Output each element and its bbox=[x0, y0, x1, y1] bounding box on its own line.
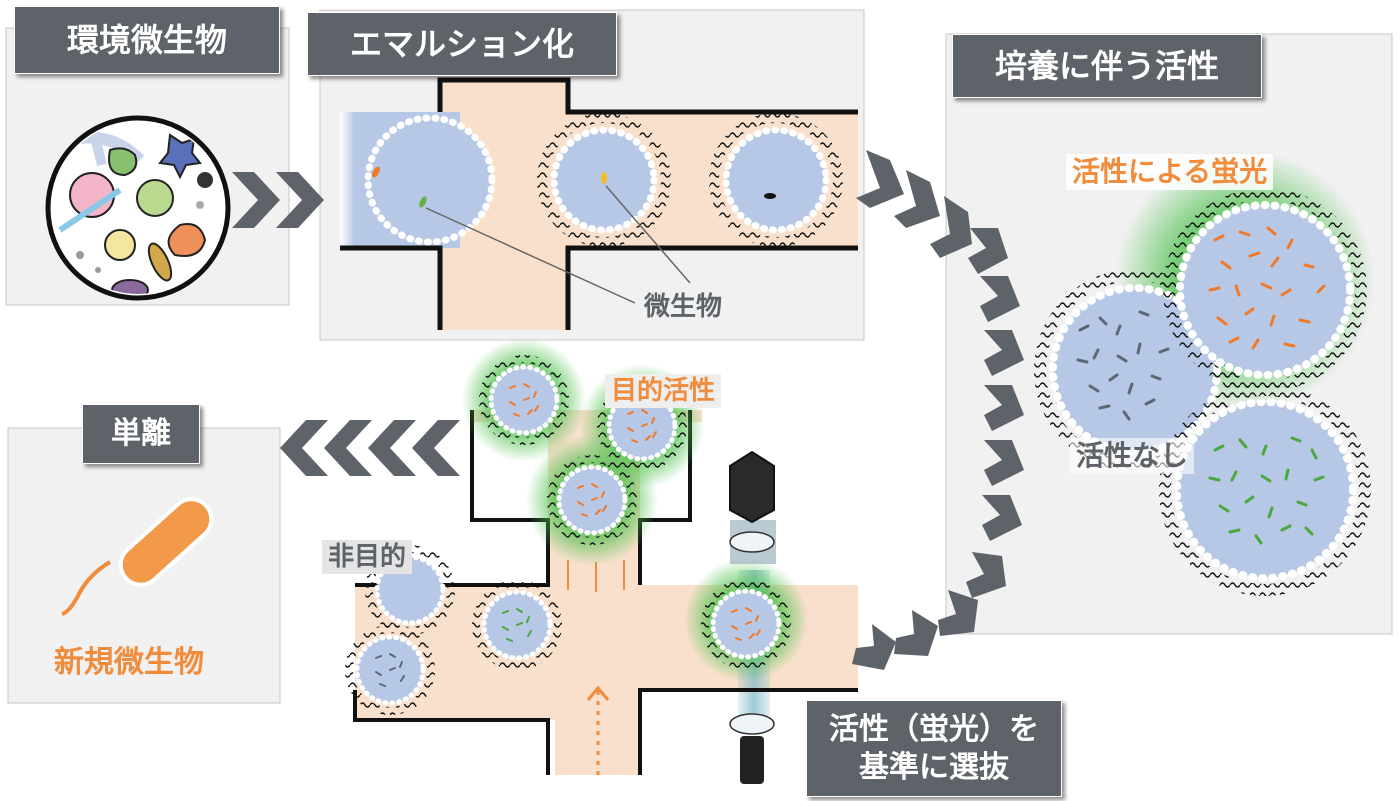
step-environment-label: 環境微生物 bbox=[14, 6, 280, 74]
new-microbe-icon bbox=[61, 497, 214, 616]
step-selection-line2: 基準に選抜 bbox=[859, 749, 1009, 785]
step-selection-line1: 活性（蛍光）を bbox=[829, 711, 1039, 747]
no-activity-annotation: 活性なし bbox=[1070, 438, 1195, 474]
microbe-annotation: 微生物 bbox=[644, 292, 723, 322]
emulsion-channel bbox=[340, 77, 858, 330]
step-emulsion-label: エマルション化 bbox=[307, 12, 617, 76]
non-target-annotation: 非目的 bbox=[322, 540, 413, 574]
environment-sample-icon bbox=[45, 115, 231, 301]
fluorescence-annotation: 活性による蛍光 bbox=[1066, 154, 1274, 190]
step-isolation-label: 単離 bbox=[82, 404, 200, 464]
step-culture-label: 培養に伴う活性 bbox=[952, 34, 1262, 98]
laser-detector bbox=[729, 450, 776, 784]
step-selection-label: 活性（蛍光）を 基準に選抜 bbox=[806, 700, 1062, 797]
sorting-droplets bbox=[345, 338, 808, 715]
new-microbe-annotation: 新規微生物 bbox=[54, 645, 204, 680]
flow-arrows bbox=[232, 150, 1024, 670]
culture-droplets bbox=[1034, 150, 1375, 596]
target-activity-annotation: 目的活性 bbox=[605, 374, 722, 408]
